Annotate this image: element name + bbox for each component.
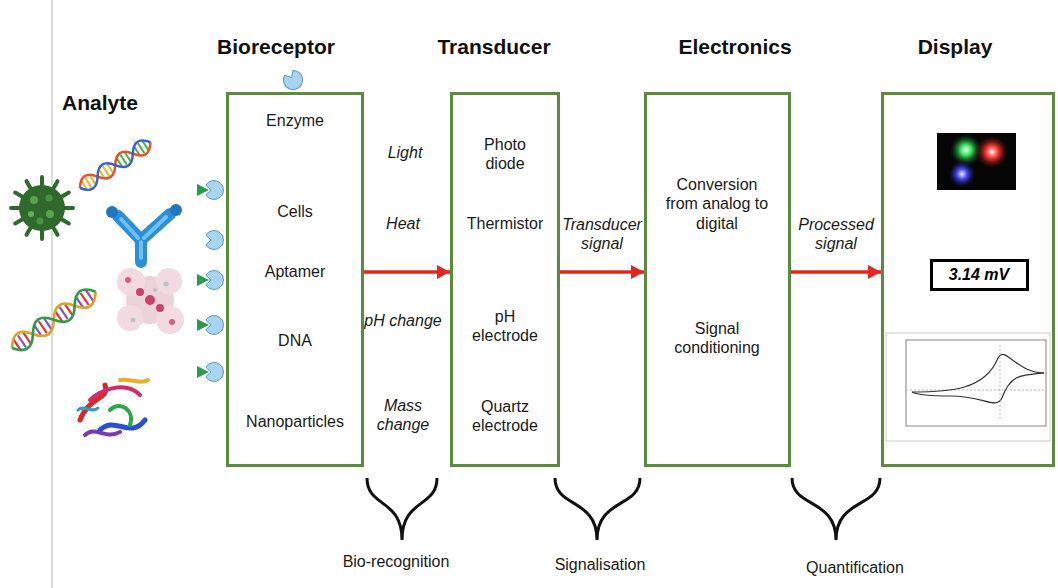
cv-plot bbox=[906, 340, 1046, 426]
box-heading: Electronics bbox=[650, 34, 820, 59]
dna-strand bbox=[7, 284, 101, 355]
transducer-box: TransducerPhoto diodeThermistorpH electr… bbox=[450, 92, 560, 467]
protein-surface bbox=[156, 304, 164, 312]
box-heading: Transducer bbox=[419, 34, 569, 59]
signal-label: Light bbox=[360, 143, 450, 162]
protein-surface bbox=[164, 282, 169, 287]
protein-ribbon bbox=[120, 380, 148, 382]
electronics-box: ElectronicsConversion from analog to dig… bbox=[644, 92, 791, 467]
cv-plot bbox=[886, 333, 1050, 441]
led-photo bbox=[948, 160, 976, 188]
analyte-mark bbox=[197, 366, 209, 378]
bracket bbox=[555, 478, 640, 540]
protein-ribbon bbox=[78, 408, 98, 410]
signal-arrow bbox=[364, 270, 450, 274]
signal-label: Mass change bbox=[368, 396, 438, 434]
item-text: Conversion from analog to digital bbox=[660, 175, 774, 233]
item-text: Signal conditioning bbox=[657, 319, 777, 357]
antibody-icon bbox=[106, 204, 182, 262]
protein-surface bbox=[153, 288, 157, 292]
value-box: 3.14 mV bbox=[930, 259, 1029, 291]
value-text: 3.14 mV bbox=[937, 265, 1022, 284]
protein-surface bbox=[169, 319, 175, 325]
edge-label: Processed signal bbox=[794, 215, 878, 253]
bioreceptor-box: BioreceptorEnzymeCellsAptamerDNANanopart… bbox=[226, 92, 364, 467]
margin-line bbox=[51, 0, 53, 588]
signal-label: Heat bbox=[358, 214, 448, 233]
section-heading: Analyte bbox=[40, 90, 160, 115]
virus-icon bbox=[11, 177, 73, 239]
bracket bbox=[367, 478, 437, 540]
led-photo bbox=[937, 133, 1016, 190]
signal-arrow bbox=[791, 270, 881, 274]
stage-label: Bio-recognition bbox=[321, 552, 471, 571]
protein-ribbon bbox=[90, 387, 140, 400]
item-text: DNA bbox=[235, 331, 355, 350]
analyte-mark bbox=[197, 319, 209, 331]
item-text: Photo diode bbox=[474, 135, 536, 173]
antibody-icon bbox=[106, 206, 118, 218]
box-heading: Bioreceptor bbox=[186, 34, 366, 59]
item-text: Cells bbox=[235, 202, 355, 221]
receptor-symbol bbox=[281, 68, 306, 93]
virus-icon bbox=[46, 210, 54, 218]
antibody-icon bbox=[170, 204, 182, 216]
analyte-mark bbox=[197, 184, 209, 378]
box-heading: Display bbox=[880, 34, 1030, 59]
dna-helix bbox=[76, 136, 155, 194]
led-photo bbox=[937, 133, 1016, 190]
bracket bbox=[367, 478, 880, 540]
virus-icon bbox=[19, 185, 65, 231]
protein-ribbon bbox=[85, 431, 120, 435]
display-box: Display3.14 mV bbox=[881, 92, 1055, 467]
dna-strand bbox=[18, 290, 94, 348]
signal-arrow bbox=[560, 270, 644, 274]
stage-label: Signalisation bbox=[535, 555, 665, 574]
item-text: Nanoparticles bbox=[233, 412, 357, 431]
dna-helix bbox=[76, 136, 155, 194]
item-text: Thermistor bbox=[457, 214, 553, 233]
item-text: Enzyme bbox=[235, 111, 355, 130]
protein-surface bbox=[117, 268, 145, 296]
edge-label: Transducer signal bbox=[561, 215, 643, 253]
signal-label: pH change bbox=[358, 311, 448, 330]
dna-strand bbox=[7, 284, 101, 355]
protein-surface bbox=[125, 277, 131, 283]
protein-ribbon bbox=[110, 406, 131, 425]
protein-ribbon bbox=[100, 420, 145, 430]
virus-icon bbox=[30, 196, 38, 204]
item-text: Aptamer bbox=[235, 262, 355, 281]
virus-icon bbox=[28, 211, 34, 217]
protein-surface bbox=[131, 318, 136, 323]
protein-ribbon bbox=[78, 380, 148, 435]
stage-label: Quantification bbox=[785, 558, 925, 577]
protein-surface bbox=[145, 295, 155, 305]
cv-plot bbox=[912, 354, 1044, 392]
protein-surface bbox=[117, 268, 184, 334]
cv-plot bbox=[886, 333, 1050, 441]
protein-surface bbox=[156, 268, 182, 294]
analyte-mark bbox=[197, 274, 209, 286]
protein-surface bbox=[117, 305, 143, 331]
virus-icon bbox=[46, 195, 53, 202]
cv-plot bbox=[912, 373, 1044, 403]
virus-icon bbox=[11, 177, 73, 239]
item-text: Quartz electrode bbox=[463, 397, 547, 435]
virus-icon bbox=[37, 218, 44, 225]
antibody-icon bbox=[118, 214, 170, 262]
item-text: pH electrode bbox=[463, 307, 547, 345]
analyte-mark bbox=[197, 184, 209, 196]
protein-surface bbox=[136, 288, 144, 296]
dna-strand bbox=[13, 293, 89, 351]
bracket bbox=[792, 478, 880, 540]
antibody-icon bbox=[121, 217, 166, 258]
receptor-symbol bbox=[206, 231, 224, 250]
led-photo bbox=[975, 135, 1009, 169]
dna-strand bbox=[7, 284, 101, 355]
cv-plot bbox=[906, 390, 1046, 391]
dna-helix bbox=[76, 136, 155, 194]
